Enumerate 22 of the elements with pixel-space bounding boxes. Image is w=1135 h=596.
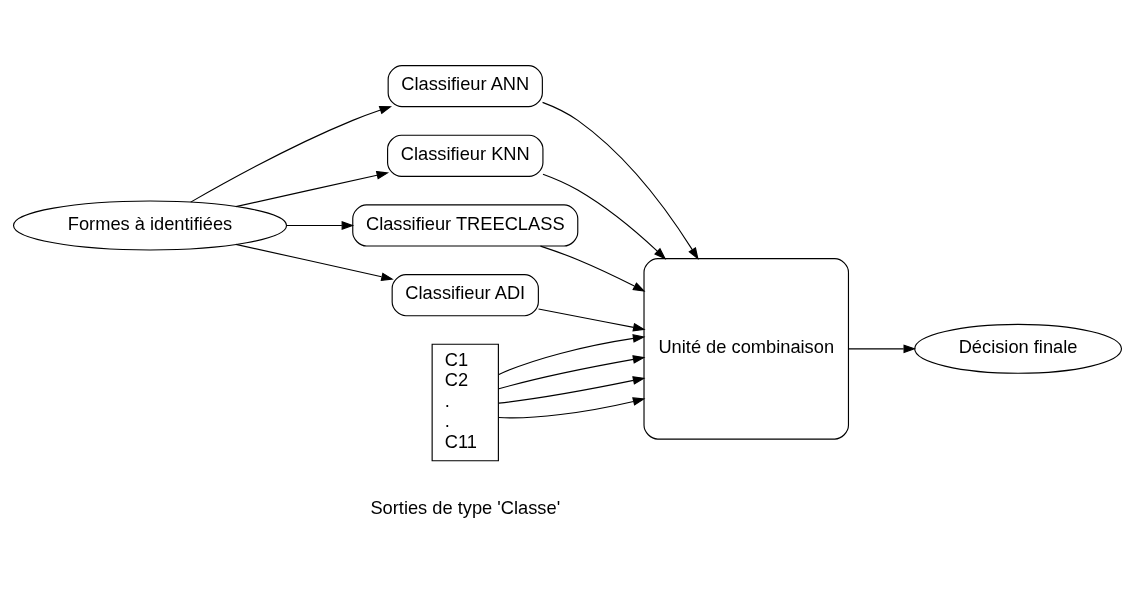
- arrow: [190, 106, 392, 203]
- node-label: Sorties de type 'Classe': [370, 497, 561, 519]
- arrow: [498, 376, 646, 404]
- arrow: [537, 308, 646, 332]
- arrow: [847, 344, 917, 354]
- arrow: [542, 173, 667, 260]
- node-box: Classifieur ADI: [391, 274, 539, 317]
- arrow: [539, 245, 646, 292]
- node-box: C1 C2 . . C11: [431, 343, 499, 462]
- arrow: [498, 355, 646, 390]
- node-ellipse: Décision finale: [914, 323, 1123, 374]
- node-box: Classifieur ANN: [387, 65, 543, 108]
- arrow: [498, 334, 646, 375]
- arrow: [235, 170, 390, 208]
- node-ellipse: Formes à identifiées: [12, 200, 288, 251]
- arrow: [498, 397, 646, 419]
- arrow: [286, 221, 355, 230]
- node-box: Classifieur KNN: [387, 134, 544, 177]
- node-box: Unité de combinaison: [643, 258, 850, 440]
- arrow: [542, 101, 699, 261]
- arrow: [235, 243, 394, 282]
- node-box: Classifieur TREECLASS: [352, 204, 579, 247]
